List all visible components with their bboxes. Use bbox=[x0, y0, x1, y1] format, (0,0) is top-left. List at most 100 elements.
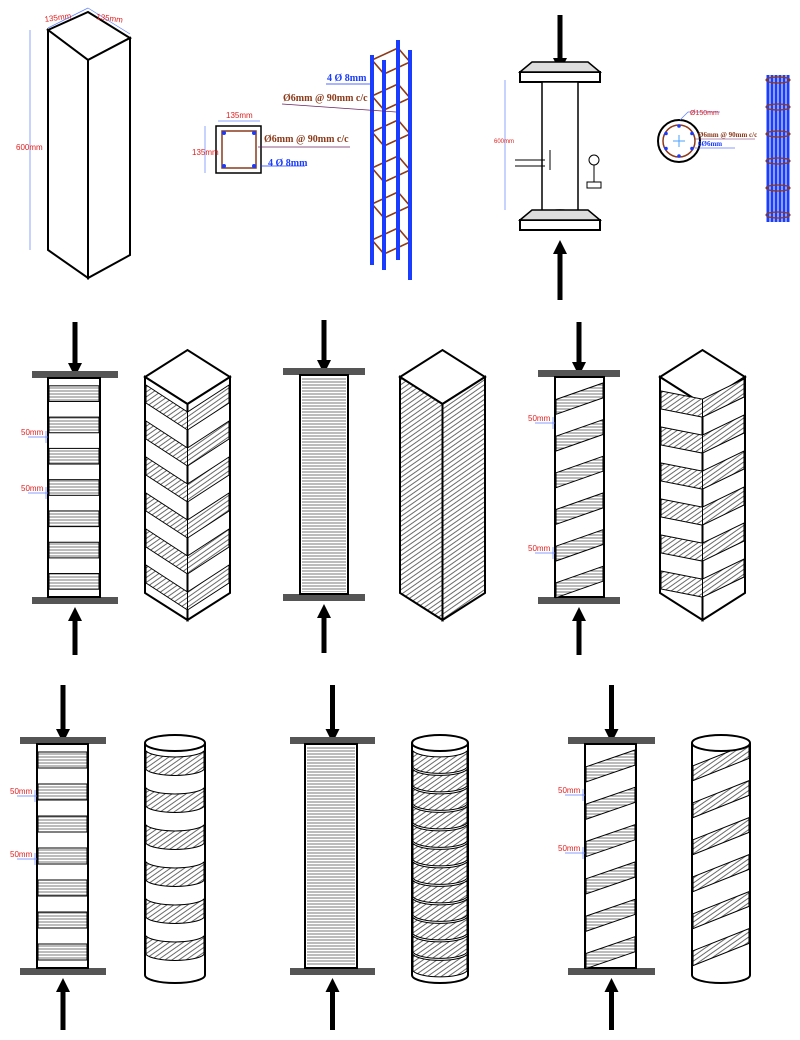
load-arrow-down-head bbox=[325, 729, 340, 743]
spacing-dim bbox=[565, 789, 585, 801]
section-bar bbox=[222, 164, 226, 168]
frp-strip bbox=[48, 510, 100, 528]
prism-right-face bbox=[441, 375, 486, 622]
frp-full-wrap bbox=[412, 842, 468, 867]
frp-spiral-strip bbox=[555, 418, 604, 452]
frp-spiral-strip bbox=[585, 935, 636, 970]
cage-bars-label: 4 Ø 8mm bbox=[327, 73, 367, 84]
prism-right-face bbox=[87, 36, 131, 280]
frp-strip bbox=[37, 847, 88, 865]
prism-height-label: 600mm bbox=[16, 143, 43, 152]
frp-spiral-strip bbox=[702, 522, 745, 562]
prism-width-label-a: 135mm bbox=[44, 11, 72, 24]
frp-full-wrap bbox=[307, 746, 355, 966]
spacing-label: 50mm bbox=[528, 544, 551, 553]
frp-strip bbox=[187, 564, 230, 611]
loading-plate-top bbox=[568, 737, 655, 744]
frp-strip bbox=[37, 879, 88, 897]
frp-strip bbox=[145, 897, 205, 924]
frp-strip bbox=[187, 384, 230, 431]
bottom-plate-face bbox=[517, 209, 603, 221]
load-arrow-up-head bbox=[553, 240, 567, 254]
section-width-label: 135mm bbox=[226, 111, 253, 120]
frp-full-wrap bbox=[412, 860, 468, 885]
section-bars-label: 4 Ø 8mm bbox=[268, 158, 308, 169]
frp-strip bbox=[145, 934, 205, 961]
frp-spiral-strip bbox=[702, 378, 745, 418]
frp-spiral-strip bbox=[555, 565, 604, 599]
section-stirrup-label: Ø6mm @ 90mm c/c bbox=[264, 134, 349, 145]
section-bar bbox=[252, 164, 256, 168]
center-mark bbox=[673, 135, 685, 147]
frp-spiral-strip bbox=[585, 749, 636, 783]
dial-gauge-icon bbox=[588, 154, 600, 166]
frp-strip bbox=[48, 447, 100, 465]
frp-strip bbox=[48, 385, 100, 402]
frp-spiral-strip bbox=[555, 492, 604, 526]
load-arrow-up-head bbox=[56, 978, 70, 992]
spacing-dim bbox=[17, 853, 37, 865]
spacing-dim bbox=[535, 547, 555, 559]
circ-cage-stirrup bbox=[765, 76, 791, 84]
spacing-dim bbox=[535, 417, 555, 429]
frp-spiral-strip bbox=[702, 450, 745, 490]
circle-bar bbox=[664, 146, 668, 151]
frp-spiral-strip bbox=[692, 927, 750, 967]
frp-strip bbox=[145, 749, 205, 776]
cage-stirrup bbox=[371, 83, 412, 111]
prism-left-face bbox=[399, 375, 444, 622]
cylinder-top bbox=[144, 734, 206, 752]
loading-plate-bottom bbox=[538, 597, 620, 604]
circ-cage-stirrup bbox=[765, 211, 791, 219]
frp-strip bbox=[145, 786, 205, 813]
cylinder-top bbox=[411, 734, 469, 752]
prism-left-face bbox=[47, 28, 89, 280]
test-cylinder bbox=[541, 81, 579, 213]
specimen-column bbox=[554, 376, 605, 598]
section-bar bbox=[222, 131, 226, 135]
loading-plate-top bbox=[538, 370, 620, 377]
frp-full-wrap bbox=[412, 768, 468, 793]
loading-plate-bottom bbox=[568, 968, 655, 975]
spacing-dim bbox=[28, 487, 48, 499]
frp-spiral-strip bbox=[692, 779, 750, 819]
frp-spiral-strip bbox=[585, 823, 636, 858]
frp-full-wrap bbox=[412, 916, 468, 941]
frp-strip bbox=[48, 479, 100, 496]
frp-full-wrap bbox=[302, 377, 346, 592]
circle-diameter-leader bbox=[679, 111, 720, 121]
frp-spiral-strip bbox=[692, 890, 750, 930]
gauge-stand bbox=[586, 165, 602, 189]
frp-full-wrap bbox=[412, 934, 468, 959]
frp-strip bbox=[187, 492, 230, 539]
frp-strip bbox=[48, 573, 100, 590]
frp-full-wrap bbox=[412, 953, 468, 978]
frp-strip bbox=[187, 456, 230, 503]
frp-spiral-strip bbox=[555, 382, 604, 416]
circle-bar bbox=[677, 154, 681, 158]
cage-stirrup bbox=[371, 155, 412, 183]
circle-diameter-label: Ø150mm bbox=[690, 110, 719, 117]
specimen-column bbox=[584, 743, 637, 969]
circle-bar bbox=[690, 146, 694, 151]
frp-full-wrap bbox=[412, 823, 468, 848]
frp-full-wrap bbox=[412, 879, 468, 904]
load-arrow-down-head bbox=[572, 362, 586, 376]
cylinder-top bbox=[691, 734, 751, 752]
frp-spiral-strip bbox=[585, 861, 636, 895]
prism-width-dim bbox=[47, 7, 89, 29]
spacing-label: 50mm bbox=[10, 787, 33, 796]
frp-spiral-strip bbox=[692, 816, 750, 856]
frp-spiral-strip bbox=[692, 853, 750, 893]
frp-strip bbox=[48, 541, 100, 559]
spacing-label: 50mm bbox=[528, 414, 551, 423]
circ-cage-stirrup bbox=[765, 184, 791, 192]
frp-strip bbox=[187, 420, 230, 467]
cage-stirrup bbox=[371, 119, 412, 147]
cage-stirrup bbox=[371, 191, 412, 219]
loading-plate-top bbox=[20, 737, 106, 744]
frp-strip bbox=[145, 860, 205, 887]
circ-cage-stirrup bbox=[765, 130, 791, 138]
section-stirrup bbox=[221, 130, 257, 169]
